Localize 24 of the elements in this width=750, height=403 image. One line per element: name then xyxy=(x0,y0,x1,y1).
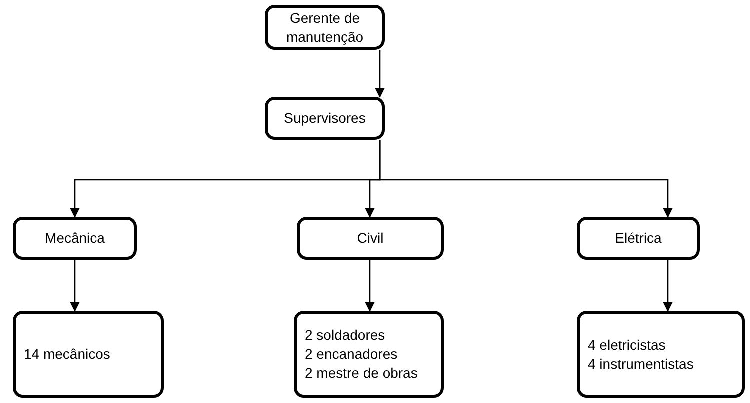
box-text: 4 instrumentistas xyxy=(588,354,694,374)
arrow xyxy=(663,260,673,312)
org-box xyxy=(294,311,444,398)
box-text: Civil xyxy=(357,229,384,248)
arrow xyxy=(70,260,80,312)
org-box xyxy=(13,217,137,260)
org-box xyxy=(577,217,700,260)
org-box xyxy=(13,311,164,398)
arrow xyxy=(379,140,673,218)
box-text: Elétrica xyxy=(615,229,662,248)
box-text: 4 eletricistas xyxy=(588,336,666,354)
box-text: 2 encanadores xyxy=(305,345,398,364)
org-box xyxy=(297,217,444,260)
box-text: 14 mecânicos xyxy=(24,345,110,364)
arrow xyxy=(365,260,375,312)
box-text: Supervisores xyxy=(284,109,366,128)
org-box xyxy=(577,311,745,398)
box-text: 2 soldadores xyxy=(305,326,386,345)
box-text: Mecânica xyxy=(45,229,105,248)
box-text: Gerente de manutenção xyxy=(285,8,365,46)
arrow xyxy=(375,50,385,98)
org-box xyxy=(265,97,385,140)
org-box xyxy=(265,5,385,50)
box-text: 2 mestre de obras xyxy=(305,364,418,383)
